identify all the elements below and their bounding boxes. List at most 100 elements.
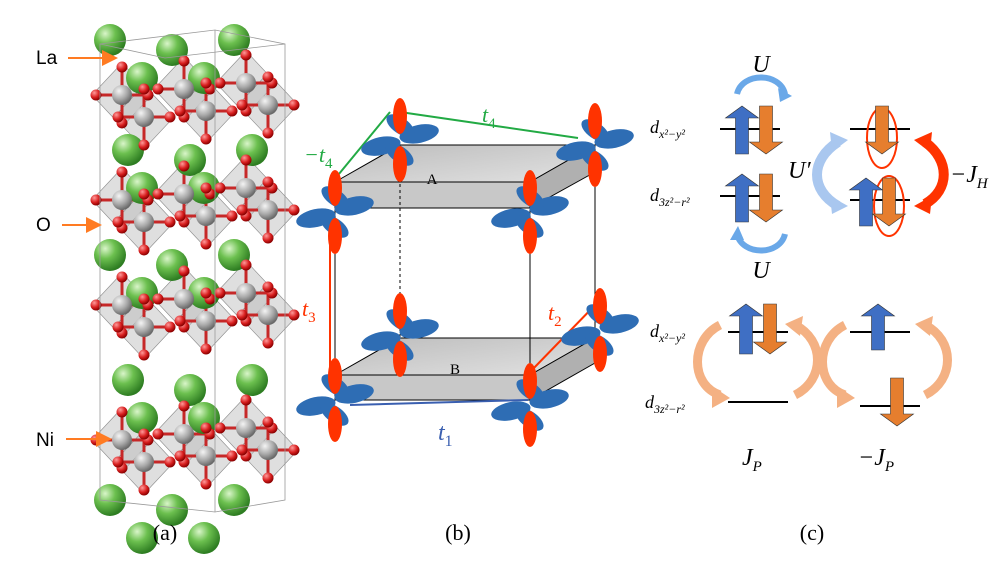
- o-atom: [112, 321, 124, 333]
- o-atom: [112, 456, 124, 468]
- orbital-site: [361, 293, 439, 377]
- o-atom: [200, 422, 212, 434]
- o-atom: [236, 444, 248, 456]
- o-atom: [178, 160, 190, 172]
- o-atom: [262, 472, 274, 484]
- o-atom: [288, 99, 300, 111]
- spin-down-arrow: [748, 173, 784, 223]
- layer-a-label: A: [427, 172, 438, 188]
- ni-atom: [236, 283, 256, 303]
- neg-JP-left-arc: [818, 320, 848, 400]
- ni-atom: [112, 295, 132, 315]
- la-atom: [94, 484, 126, 516]
- o-atom: [288, 309, 300, 321]
- hund-arc-head-bottom: [914, 196, 932, 214]
- spin-arrows-layer: [724, 105, 915, 427]
- onsite-U-diagram: U U dx²−y² d3z²−r²: [650, 52, 792, 284]
- interaction-diagram-panel: U U dx²−y² d3z²−r² U′ −JH: [645, 52, 989, 545]
- dz2-lobe: [523, 411, 537, 447]
- o-atom: [174, 105, 186, 117]
- ni-atom: [112, 190, 132, 210]
- o-atom: [200, 238, 212, 250]
- o-atom: [226, 210, 238, 222]
- o-atom: [152, 428, 164, 440]
- orbital-site: [491, 363, 569, 447]
- orbital-x2y2-label-bottom: dx²−y²: [650, 321, 685, 345]
- spin-down-arrow: [879, 377, 915, 427]
- o-atom: [138, 349, 150, 361]
- dz2-lobe: [393, 98, 407, 134]
- o-atom: [174, 450, 186, 462]
- la-atom: [112, 364, 144, 396]
- orbital-site: [561, 288, 639, 372]
- ni-atom: [174, 79, 194, 99]
- o-atom: [200, 182, 212, 194]
- ni-atom: [134, 107, 154, 127]
- dz2-lobe: [328, 218, 342, 254]
- U-prime-arc-head-bottom: [830, 196, 848, 214]
- hopping-t3-label: t3: [302, 296, 316, 326]
- caption-b: (b): [445, 520, 471, 545]
- hopping-t1-label: t1: [438, 420, 453, 450]
- caption-a: (a): [153, 520, 177, 545]
- label-la: La: [36, 48, 58, 69]
- ni-atom: [258, 305, 278, 325]
- o-atom: [174, 210, 186, 222]
- o-atom: [164, 456, 176, 468]
- hund-circle-bottom: [873, 175, 905, 237]
- U-bottom-arc-head: [730, 226, 744, 240]
- ni-atom: [236, 73, 256, 93]
- U-prime-arc-head-top: [830, 132, 848, 152]
- JP-label: JP: [742, 445, 762, 475]
- JP-right-arc-head: [785, 316, 803, 336]
- orbital-site: [491, 170, 569, 254]
- o-atom: [200, 343, 212, 355]
- o-atom: [214, 422, 226, 434]
- ni-atom: [196, 206, 216, 226]
- la-atom: [188, 522, 220, 554]
- U-bottom-arc: [734, 232, 788, 254]
- hopping-t1-line: [349, 399, 529, 406]
- o-atom: [178, 55, 190, 67]
- o-atom: [262, 232, 274, 244]
- o-atom: [262, 176, 274, 188]
- o-atom: [112, 216, 124, 228]
- ni-atom: [258, 440, 278, 460]
- ni-atom: [236, 418, 256, 438]
- la-atom: [112, 134, 144, 166]
- o-atom: [112, 111, 124, 123]
- o-atom: [164, 216, 176, 228]
- neg-JP-right-arc: [922, 320, 952, 400]
- ni-atom: [174, 184, 194, 204]
- o-atom: [214, 77, 226, 89]
- o-atom: [200, 287, 212, 299]
- dz2-lobe: [328, 170, 342, 206]
- o-atom: [138, 293, 150, 305]
- JP-right-arc: [792, 320, 822, 400]
- orbital-3z2r2-label-top: d3z²−r²: [650, 185, 690, 209]
- la-atom: [218, 484, 250, 516]
- o-atom: [200, 478, 212, 490]
- U-top-label: U: [752, 52, 771, 78]
- o-atom: [116, 166, 128, 178]
- o-atom: [138, 484, 150, 496]
- spin-up-arrow: [728, 303, 764, 355]
- spin-down-arrow: [871, 177, 907, 227]
- ni-atom: [134, 452, 154, 472]
- hopping-t4-label: t4: [482, 102, 496, 132]
- o-atom: [240, 154, 252, 166]
- label-o: O: [36, 215, 51, 236]
- dz2-lobe: [523, 170, 537, 206]
- dz2-lobe: [588, 151, 602, 187]
- crystal-structure-panel: La O Ni (a): [36, 24, 300, 554]
- ni-atom: [196, 446, 216, 466]
- neg-JH-label: −JH: [950, 162, 989, 192]
- la-atom: [126, 522, 158, 554]
- ni-atom: [196, 101, 216, 121]
- o-atom: [174, 315, 186, 327]
- orbitals-layer: [296, 98, 639, 447]
- spin-down-arrow: [864, 105, 900, 155]
- U-prime-arc: [812, 137, 841, 211]
- o-atom: [236, 309, 248, 321]
